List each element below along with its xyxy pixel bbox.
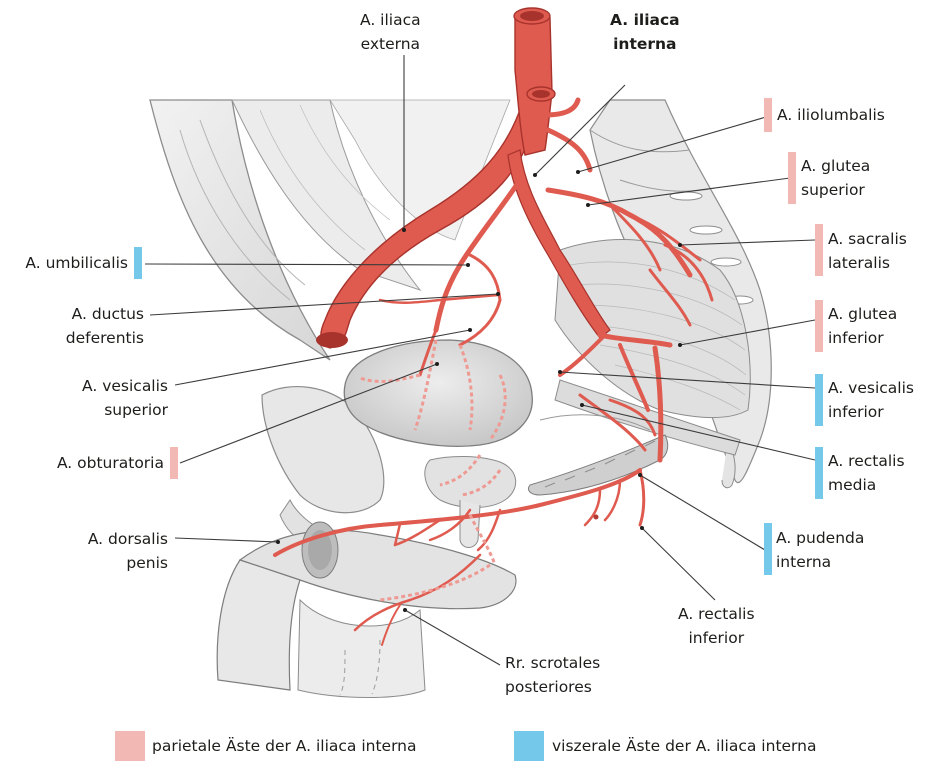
- label-line: inferior: [828, 329, 884, 347]
- label-obturatoria: A. obturatoria: [20, 451, 164, 475]
- urinary-bladder: [343, 339, 533, 548]
- label-line: A. ductus: [71, 305, 144, 323]
- leader-lines: [144, 55, 816, 666]
- label-line: media: [828, 476, 877, 494]
- label-iliolumbalis: A. iliolumbalis: [777, 103, 885, 127]
- label-line: A. vesicalis: [82, 377, 168, 395]
- label-line: interna: [776, 553, 832, 571]
- visceral-bar-umbilicalis: [134, 247, 142, 279]
- label-line: externa: [360, 35, 421, 53]
- label-line: inferior: [828, 403, 884, 421]
- legend-parietal-swatch: [115, 731, 145, 761]
- penis: [216, 521, 517, 698]
- label-iliaca-externa: A. iliaca externa: [360, 8, 421, 56]
- bladder-vessel-branches: [359, 339, 507, 602]
- label-line: superior: [801, 181, 865, 199]
- label-line: superior: [104, 401, 168, 419]
- label-line: inferior: [688, 629, 745, 647]
- label-line: A. sacralis: [828, 230, 907, 248]
- legend-parietal-label: parietale Äste der A. iliaca interna: [152, 737, 417, 755]
- label-vesicalis-inferior: A. vesicalis inferior: [828, 376, 914, 424]
- legend-visceral-label: viszerale Äste der A. iliaca interna: [552, 737, 817, 755]
- vessel-stub: [593, 514, 599, 520]
- visceral-bar-rectalis-media: [815, 447, 823, 499]
- label-line: A. rectalis: [678, 605, 755, 623]
- visceral-bar-pudenda-interna: [764, 523, 772, 575]
- label-line: posteriores: [505, 678, 592, 696]
- label-pudenda-interna: A. pudenda interna: [776, 526, 864, 574]
- label-sacralis-lateralis: A. sacralis lateralis: [828, 227, 907, 275]
- label-line: A. glutea: [828, 305, 898, 323]
- parietal-bar-sacralis-lateralis: [815, 224, 823, 276]
- label-line: A. umbilicalis: [25, 254, 128, 272]
- label-line: A. iliaca: [360, 11, 421, 29]
- label-line: deferentis: [65, 329, 144, 347]
- label-scrotales-posteriores: Rr. scrotales posteriores: [505, 651, 600, 699]
- piriformis-muscle: [554, 239, 751, 456]
- label-line: A. iliolumbalis: [777, 106, 885, 124]
- label-line: lateralis: [828, 254, 890, 272]
- label-ductus-deferentis: A. ductus deferentis: [40, 302, 144, 350]
- external-iliac-artery: [316, 108, 536, 349]
- parietal-bar-iliolumbalis: [764, 98, 772, 132]
- label-line: Rr. scrotales: [505, 654, 601, 672]
- label-line: A. iliaca: [610, 11, 680, 29]
- label-glutea-inferior: A. glutea inferior: [828, 302, 897, 350]
- parietal-bar-glutea-superior: [788, 152, 796, 204]
- label-line: A. rectalis: [828, 452, 905, 470]
- parietal-bar-obturatoria: [170, 447, 178, 479]
- label-line: A. obturatoria: [56, 454, 164, 472]
- label-rectalis-media: A. rectalis media: [828, 449, 905, 497]
- legend-visceral-swatch: [514, 731, 544, 761]
- label-umbilicalis: A. umbilicalis: [4, 251, 128, 275]
- label-line: A. glutea: [801, 157, 871, 175]
- label-line: interna: [613, 35, 677, 53]
- label-line: A. vesicalis: [828, 379, 914, 397]
- label-iliaca-interna: A. iliaca interna: [610, 8, 680, 56]
- label-vesicalis-superior: A. vesicalis superior: [40, 374, 168, 422]
- label-glutea-superior: A. glutea superior: [801, 154, 870, 202]
- label-dorsalis-penis: A. dorsalis penis: [60, 527, 168, 575]
- label-line: A. dorsalis: [87, 530, 168, 548]
- label-line: A. pudenda: [776, 529, 865, 547]
- visceral-bar-vesicalis-inferior: [815, 374, 823, 426]
- parietal-bar-glutea-inferior: [815, 300, 823, 352]
- label-line: penis: [126, 554, 168, 572]
- leader-dots: [276, 170, 682, 612]
- label-rectalis-inferior: A. rectalis inferior: [678, 602, 755, 650]
- iliac-arteries: [507, 7, 611, 339]
